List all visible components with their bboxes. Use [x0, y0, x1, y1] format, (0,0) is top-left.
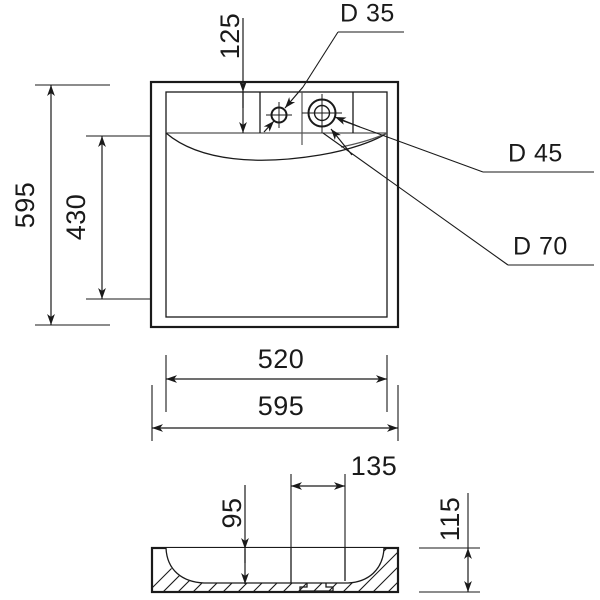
plan-bowl-rim-curve	[165, 132, 388, 161]
leader-d35-arrow-taphole	[284, 86, 304, 109]
dim-430-text: 430	[61, 194, 91, 241]
dim-115	[419, 493, 480, 593]
waste-hole-group	[302, 94, 342, 133]
section-drain-plug	[299, 583, 334, 592]
section-bowl-profile	[165, 547, 385, 584]
plan-outer-outline	[149, 80, 400, 329]
dim-135-text: 135	[351, 451, 398, 481]
dim-520-text: 520	[258, 344, 305, 374]
leader-d70-arrow	[330, 128, 353, 156]
section-view	[150, 546, 400, 594]
leader-d45-arrow	[334, 116, 361, 128]
tap-hole-group	[266, 102, 292, 128]
dim-125-text: 125	[215, 13, 245, 60]
label-d45: D 45	[508, 140, 563, 168]
dim-430	[86, 135, 152, 300]
leader-d45	[334, 116, 594, 173]
leader-d45-line	[337, 118, 484, 173]
leader-d35	[263, 31, 404, 133]
dim-135	[290, 474, 346, 548]
plan-bowl-rim-curve-inner	[340, 132, 388, 148]
leader-d70-line	[322, 132, 509, 266]
dim-595-horizontal	[151, 385, 399, 441]
dim-520	[165, 355, 388, 412]
dim-595-horizontal-text: 595	[258, 391, 305, 421]
leader-d35-line	[302, 31, 339, 88]
section-bowl-cavity	[166, 548, 384, 583]
dim-95-text: 95	[217, 497, 247, 528]
dim-115-text: 115	[435, 497, 465, 542]
dim-595-vertical	[35, 84, 110, 326]
leader-d70	[322, 128, 594, 266]
leader-d35-arrow-alt	[263, 120, 275, 133]
section-hatching	[152, 548, 398, 592]
dim-595-vertical-text: 595	[10, 182, 40, 229]
plan-view	[149, 80, 400, 329]
plan-inner-outline	[165, 91, 388, 318]
label-d70: D 70	[513, 233, 568, 261]
label-d35: D 35	[340, 0, 395, 28]
